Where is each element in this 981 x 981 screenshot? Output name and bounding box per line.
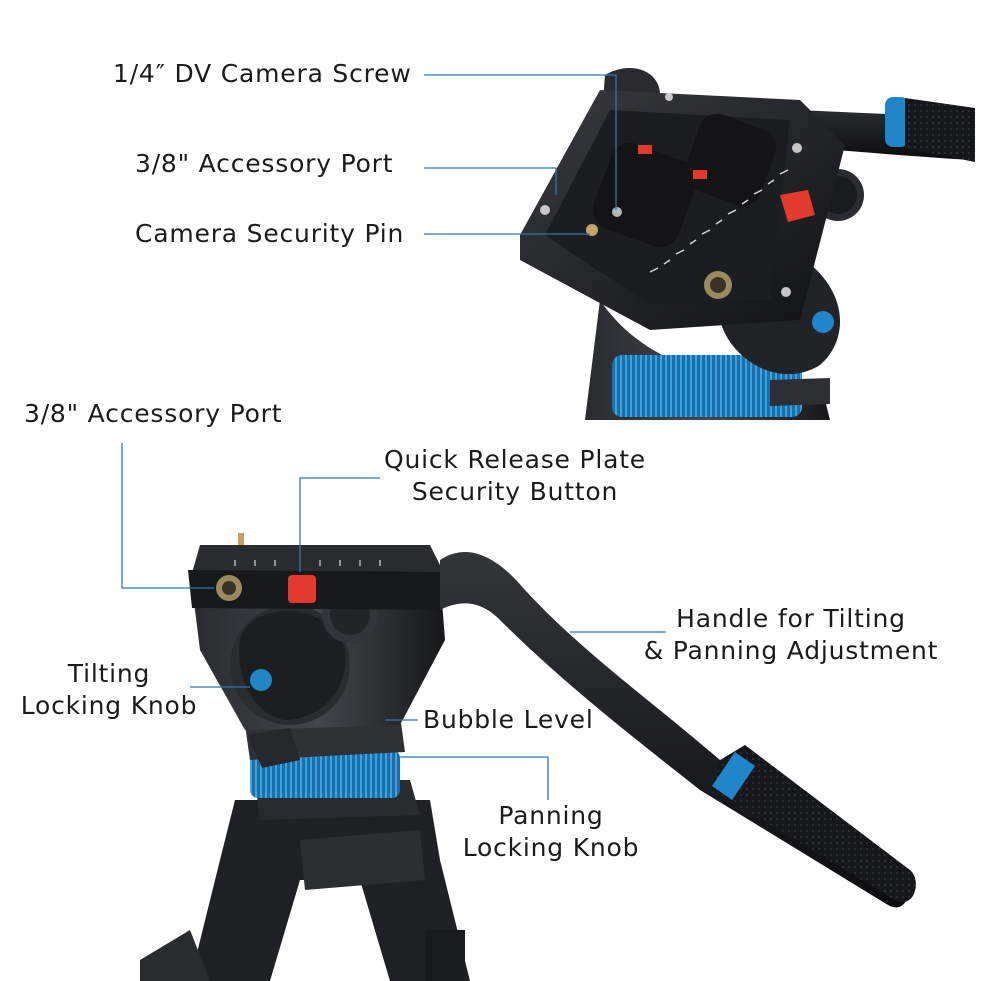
quick-release-plate-bottom [188, 570, 445, 610]
security-button-bottom [288, 575, 316, 603]
label-handle-line-1: Handle for Tilting [676, 604, 906, 633]
leader-qr-button [299, 477, 380, 572]
label-qr-plate-security-button: Quick Release Plate Security Button [382, 444, 648, 508]
label-tilting-locking-knob: Tilting Locking Knob [16, 658, 202, 722]
brand-logo-icon [812, 311, 834, 333]
brand-logo-bottom-icon [250, 669, 272, 691]
leader-accessory-bottom [121, 443, 214, 589]
label-qr-line-2: Security Button [411, 477, 619, 506]
label-panning-locking-knob: Panning Locking Knob [456, 800, 646, 864]
label-pan-line-1: Panning [498, 801, 604, 830]
label-accessory-port-bottom: 3/8" Accessory Port [24, 399, 283, 428]
label-handle-adjustment: Handle for Tilting & Panning Adjustment [638, 603, 944, 667]
handle-blue-ring-bottom [712, 752, 755, 800]
leader-dv-screw [424, 74, 617, 210]
label-bubble-level: Bubble Level [423, 705, 594, 734]
label-qr-line-1: Quick Release Plate [384, 445, 646, 474]
dv-screw-icon [612, 207, 622, 217]
label-dv-camera-screw: 1/4″ DV Camera Screw [113, 59, 412, 88]
label-tilt-line-2: Locking Knob [20, 691, 198, 720]
leader-pan-knob [400, 756, 549, 800]
leader-accessory-top [424, 167, 557, 195]
label-pan-line-2: Locking Knob [462, 833, 640, 862]
handle-blue-ring-top [885, 97, 909, 147]
security-button-top [780, 190, 815, 222]
label-camera-security-pin: Camera Security Pin [135, 219, 405, 248]
label-accessory-port-top: 3/8" Accessory Port [135, 149, 394, 178]
label-tilt-line-1: Tilting [67, 659, 151, 688]
label-handle-line-2: & Panning Adjustment [643, 636, 939, 665]
